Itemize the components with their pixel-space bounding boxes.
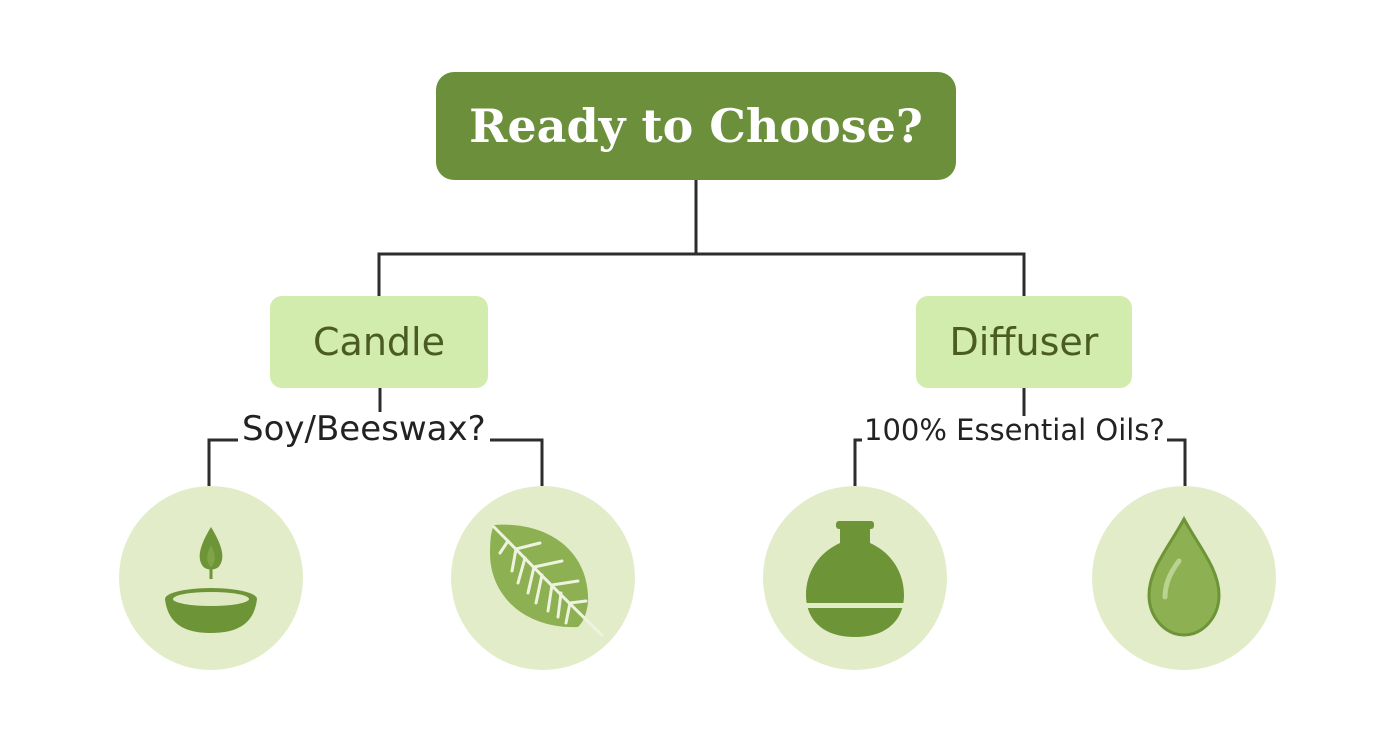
candle-bowl-icon <box>165 527 257 633</box>
root-node: Ready to Choose? <box>436 72 956 180</box>
beeswax-option-circle <box>451 486 635 670</box>
candle-question: Soy/Beeswax? <box>238 412 490 446</box>
essential-oil-option-circle <box>1092 486 1276 670</box>
diffuser-question: 100% Essential Oils? <box>862 413 1167 447</box>
diffuser-label: Diffuser <box>949 320 1099 364</box>
candle-option-circle <box>119 486 303 670</box>
candle-node: Candle <box>270 296 488 388</box>
oil-drop-icon <box>1147 515 1221 637</box>
diffuser-option-circle <box>763 486 947 670</box>
diffuser-vase-icon <box>805 521 905 637</box>
leaf-icon <box>490 524 604 637</box>
branch-connector-bar <box>377 252 1026 296</box>
candle-label: Candle <box>313 320 445 364</box>
diffuser-node: Diffuser <box>916 296 1132 388</box>
root-label: Ready to Choose? <box>469 99 923 153</box>
